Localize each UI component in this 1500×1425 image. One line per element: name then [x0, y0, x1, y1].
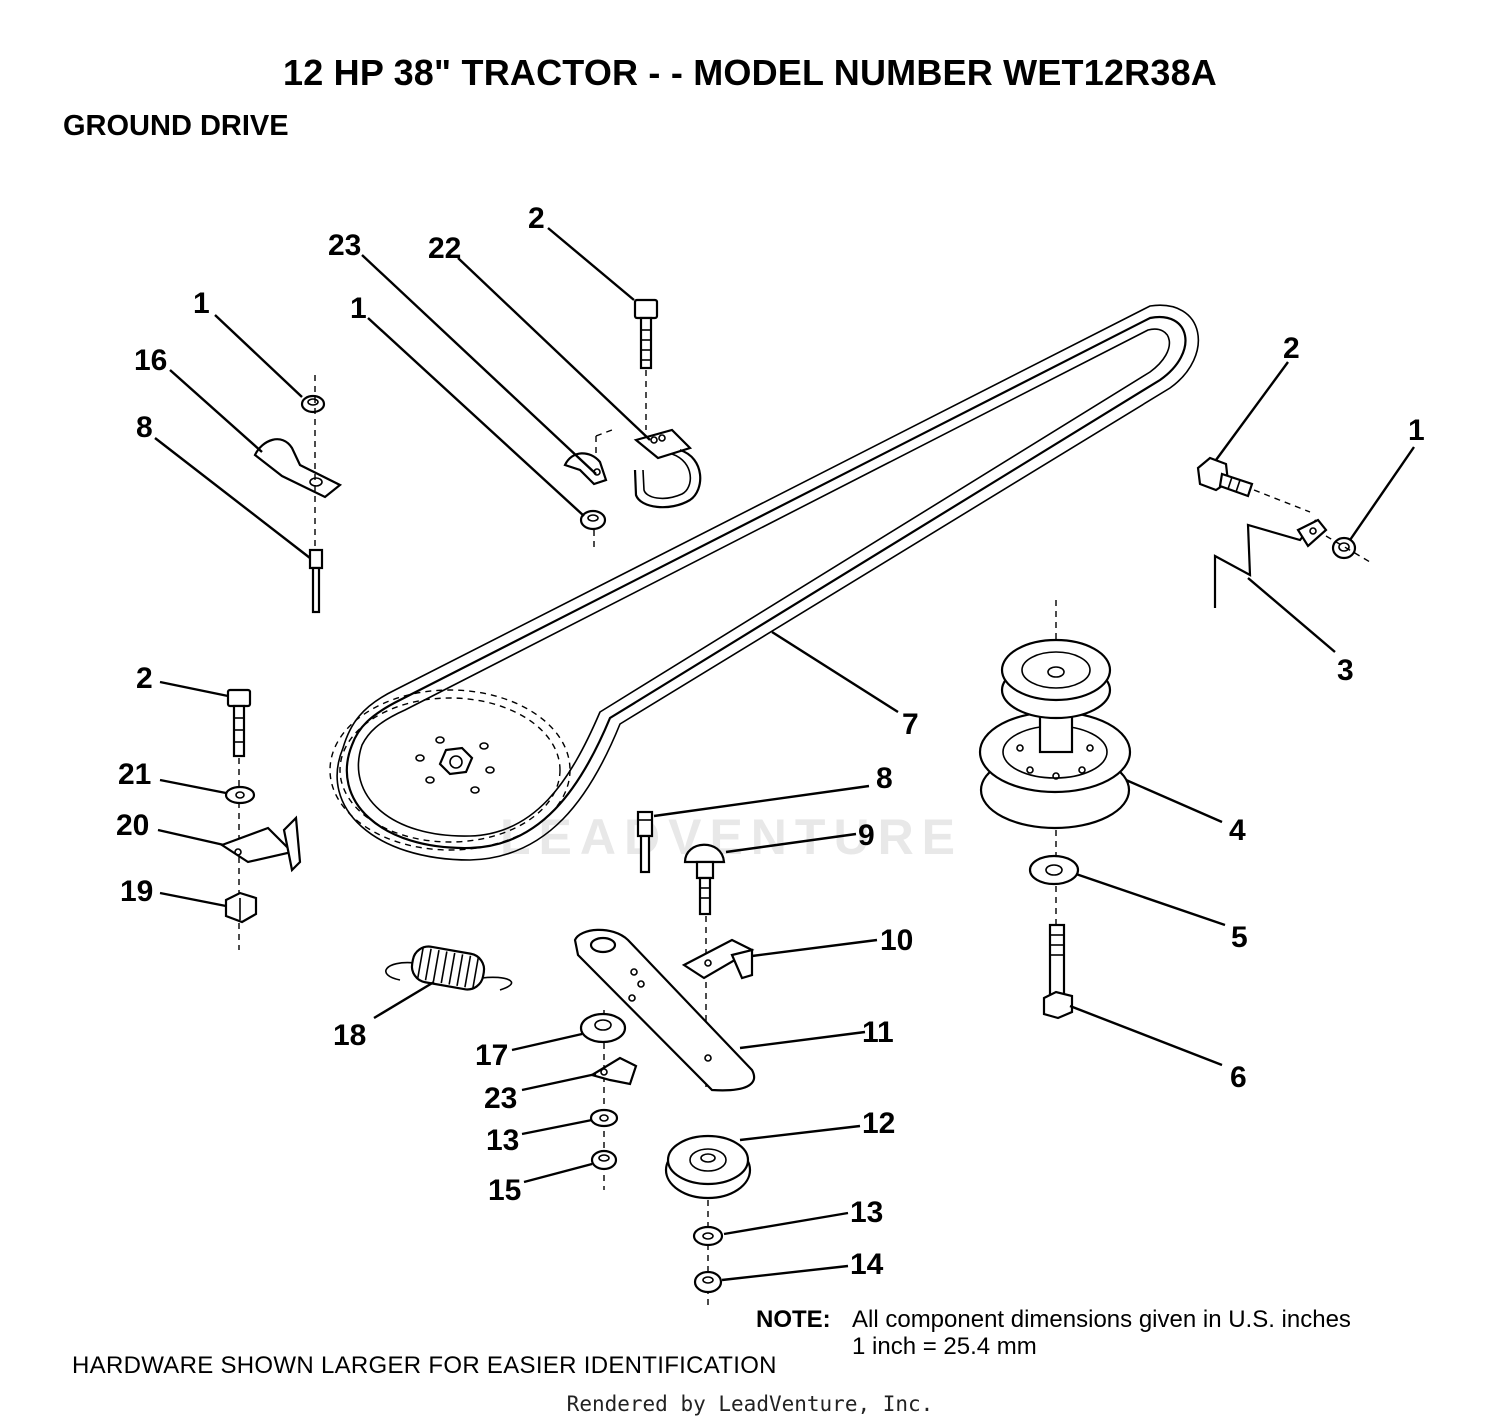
drive-belt — [329, 304, 1200, 861]
callout-9: 9 — [858, 819, 875, 852]
callout-4: 4 — [1229, 814, 1246, 847]
brake-rod-3 — [1213, 518, 1328, 608]
rendered-by-credit: Rendered by LeadVenture, Inc. — [566, 1392, 934, 1416]
callout-15: 15 — [488, 1174, 521, 1207]
callout-8-middle: 8 — [876, 762, 893, 795]
flat-pulley-17 — [579, 1012, 627, 1044]
bracket-23-top — [563, 452, 608, 486]
callout-22-top: 22 — [428, 232, 461, 265]
callout-12: 12 — [862, 1107, 895, 1140]
bracket-20 — [219, 815, 302, 873]
shoulder-bolt-8-middle — [636, 810, 654, 874]
callout-19: 19 — [120, 875, 153, 908]
callout-14: 14 — [850, 1248, 884, 1281]
callout-numbers: 2 23 22 1 1 16 8 2 1 3 7 4 2 21 20 19 8 … — [116, 202, 1425, 1281]
callout-17: 17 — [475, 1039, 508, 1072]
section-subtitle: GROUND DRIVE — [63, 110, 289, 142]
callout-20: 20 — [116, 809, 149, 842]
callout-23-top: 23 — [328, 229, 361, 262]
idler-arm-11 — [573, 928, 756, 1092]
carriage-bolt-9 — [683, 843, 726, 916]
belt-guide-16 — [253, 438, 343, 499]
leader-lines — [154, 227, 1415, 1282]
note-line-2: 1 inch = 25.4 mm — [852, 1333, 1037, 1360]
hex-bolt-6 — [1042, 923, 1074, 1020]
washer-21 — [224, 785, 256, 805]
callout-18: 18 — [333, 1019, 366, 1052]
belt-guide-22 — [633, 428, 702, 509]
shoulder-bolt-8-left — [308, 548, 324, 614]
callout-16: 16 — [134, 344, 167, 377]
callout-13-right: 13 — [850, 1196, 883, 1229]
callout-6: 6 — [1230, 1061, 1247, 1094]
nut-14 — [693, 1270, 723, 1294]
callout-23-bottom: 23 — [484, 1082, 517, 1115]
extension-spring-18 — [385, 945, 513, 991]
hex-bolt-2-right — [1196, 456, 1254, 498]
nut-15 — [590, 1149, 618, 1171]
nut-1-middle — [579, 509, 607, 531]
callout-11: 11 — [862, 1016, 894, 1049]
bracket-23-bottom — [589, 1056, 638, 1086]
callout-13-left: 13 — [486, 1124, 519, 1157]
hex-bolt-2-top — [633, 298, 659, 370]
note-text: All component dimensions given in U.S. i… — [852, 1306, 1351, 1360]
callout-10: 10 — [880, 924, 913, 957]
hex-bolt-2-left — [226, 688, 252, 758]
idler-pulley-12 — [664, 1134, 752, 1200]
callout-3: 3 — [1337, 654, 1354, 687]
nut-1-left — [300, 394, 326, 414]
washer-13-left — [589, 1108, 619, 1128]
note-label: NOTE: — [756, 1306, 831, 1333]
callout-5: 5 — [1231, 921, 1248, 954]
callout-2-right: 2 — [1283, 332, 1300, 365]
callout-2-top: 2 — [528, 202, 545, 235]
callout-1-b: 1 — [350, 292, 367, 325]
diagram-title: 12 HP 38" TRACTOR - - MODEL NUMBER WET12… — [282, 52, 1218, 93]
callout-1-a: 1 — [193, 287, 210, 320]
callout-21: 21 — [118, 758, 151, 791]
callout-1-right: 1 — [1408, 414, 1425, 447]
nut-1-right — [1331, 536, 1357, 560]
callout-2-left: 2 — [136, 662, 153, 695]
note-line-1: All component dimensions given in U.S. i… — [852, 1306, 1351, 1333]
watermark-logo: LEADVENTURE — [500, 809, 964, 865]
transmission-pulley-4 — [978, 638, 1132, 830]
washer-13-right — [692, 1225, 724, 1247]
locknut-19 — [224, 891, 258, 924]
bracket-10 — [681, 938, 755, 980]
washer-5 — [1028, 854, 1080, 886]
hardware-note: HARDWARE SHOWN LARGER FOR EASIER IDENTIF… — [72, 1352, 777, 1379]
callout-7: 7 — [902, 708, 919, 741]
callout-8-left: 8 — [136, 411, 153, 444]
